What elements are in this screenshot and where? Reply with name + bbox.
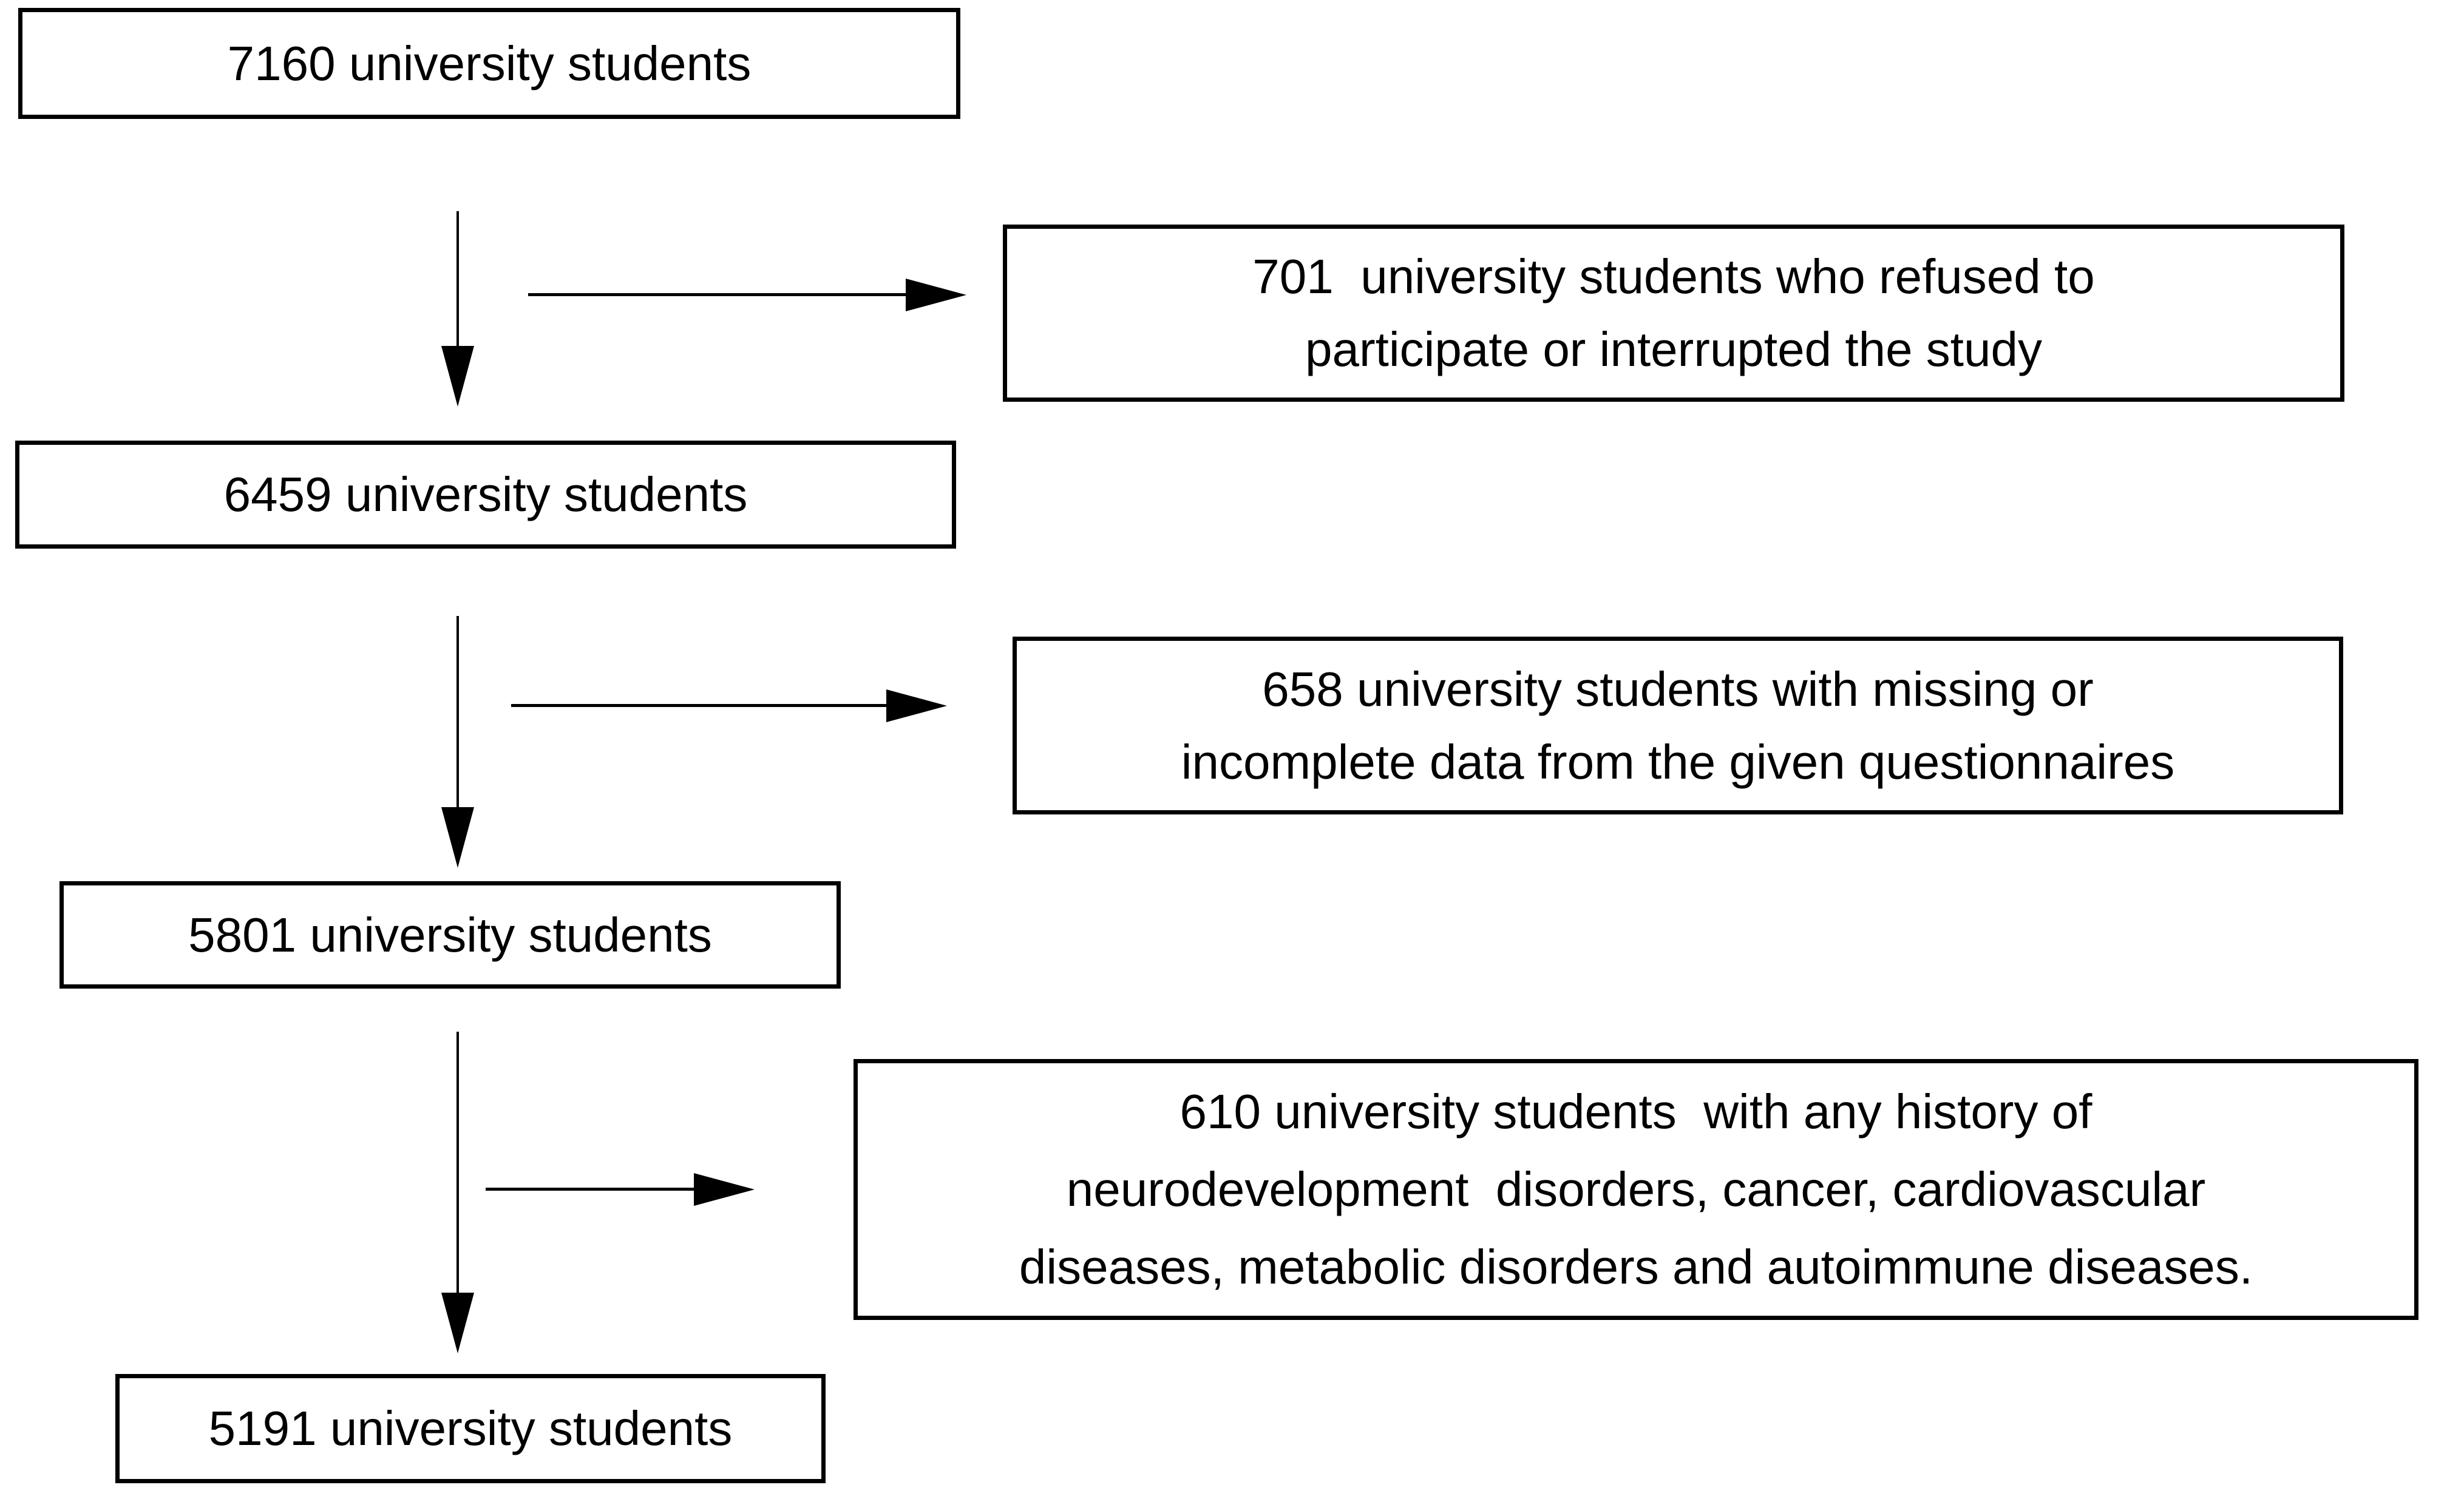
exclusion-history-line-1: 610 university students with any history… [1179,1084,2092,1139]
flow-box-5191-students: 5191 university students [115,1374,826,1483]
exclusion-missing-line-1: 658 university students with missing or [1262,662,2094,716]
down-arrow-3-head-icon [441,1293,474,1353]
flow-box-7160-label: 7160 university students [227,36,752,90]
flow-box-5801-label: 5801 university students [188,907,712,962]
exclusion-box-medical-history: 610 university students with any history… [854,1059,2418,1320]
down-arrow-2-head-icon [441,807,474,868]
right-arrow-2-head-icon [886,689,947,722]
flow-box-5191-label: 5191 university students [208,1401,733,1455]
down-arrow-3-line [456,1032,459,1294]
right-arrow-3-line [486,1188,697,1191]
flow-box-7160-students: 7160 university students [18,8,960,119]
down-arrow-2-line [456,616,459,813]
down-arrow-1-head-icon [441,346,474,407]
exclusion-box-refused: 701 university students who refused to p… [1003,225,2344,402]
right-arrow-1-head-icon [906,279,966,311]
flow-box-6459-label: 6459 university students [223,467,748,521]
right-arrow-3-head-icon [694,1173,755,1206]
right-arrow-1-line [528,293,908,296]
down-arrow-1-line [456,211,459,352]
right-arrow-2-line [511,704,889,707]
exclusion-refused-line-2: participate or interrupted the study [1305,322,2043,376]
flow-box-5801-students: 5801 university students [59,881,841,989]
exclusion-missing-line-2: incomplete data from the given questionn… [1181,734,2175,789]
exclusion-history-line-3: diseases, metabolic disorders and autoim… [1019,1240,2253,1294]
exclusion-history-line-2: neurodevelopment disorders, cancer, card… [1066,1162,2206,1216]
exclusion-box-missing-data: 658 university students with missing or … [1013,637,2343,814]
exclusion-refused-line-1: 701 university students who refused to [1252,249,2095,303]
flow-box-6459-students: 6459 university students [15,441,956,549]
